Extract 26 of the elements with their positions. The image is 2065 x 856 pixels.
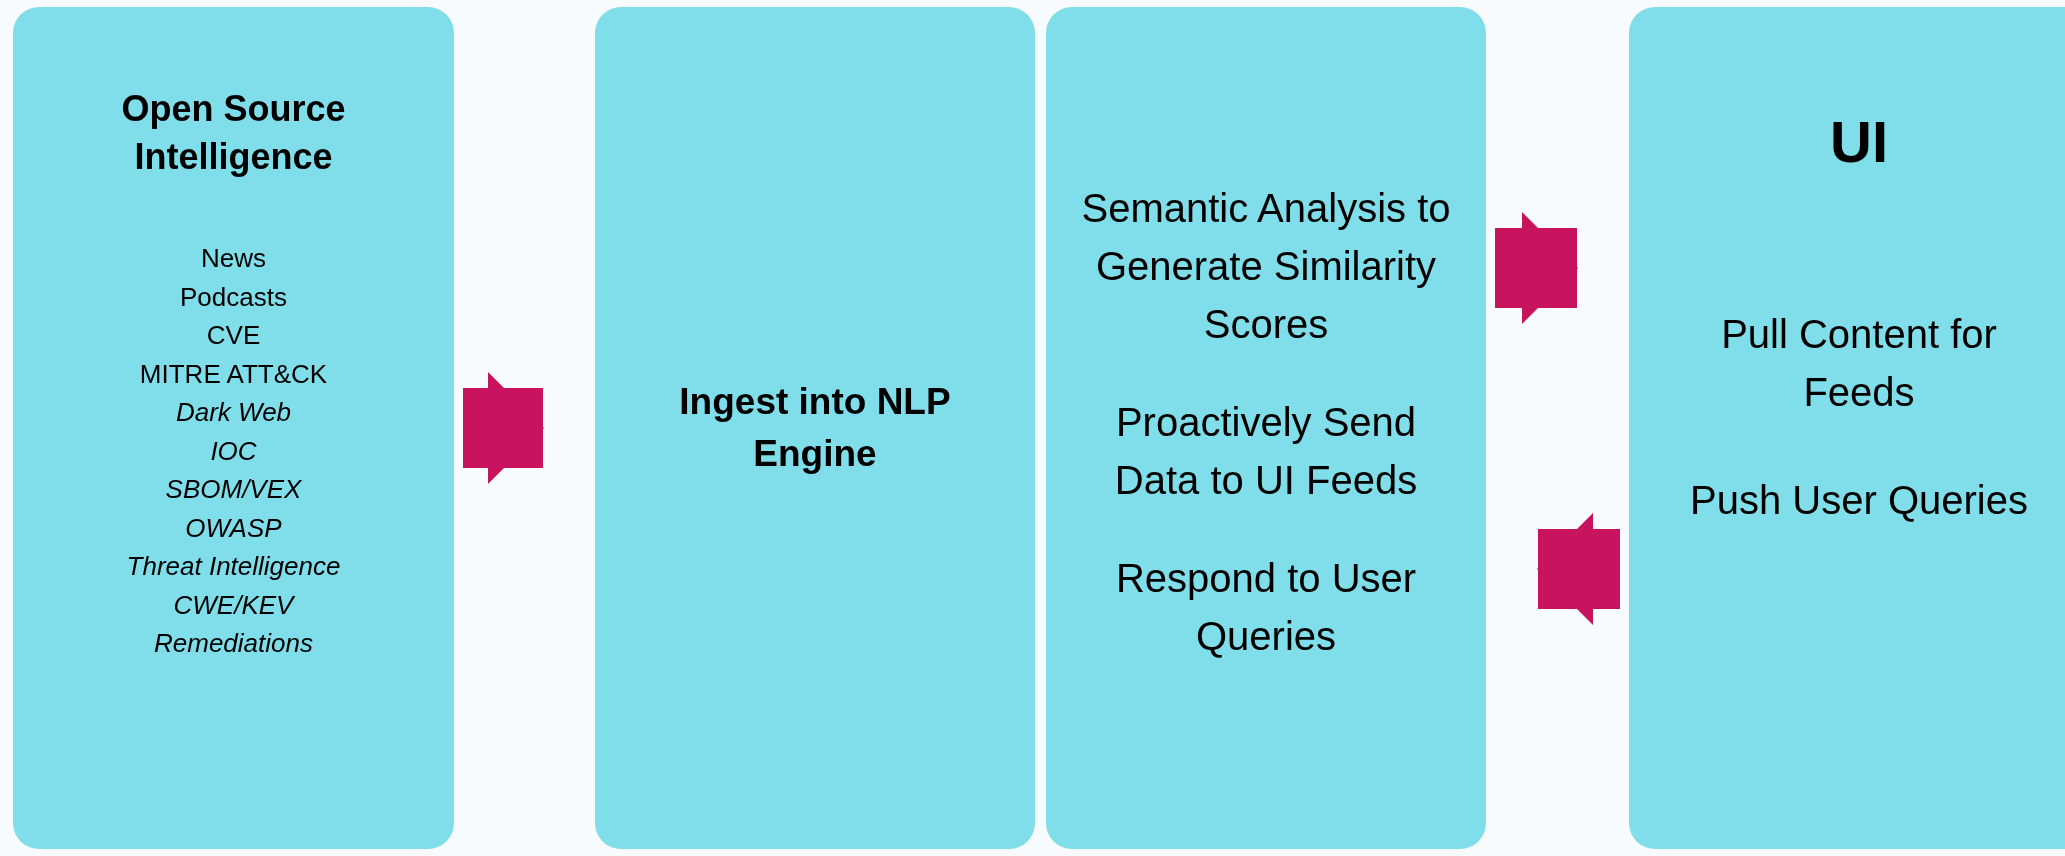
box-text: Respond to User Queries <box>1114 555 1418 660</box>
box-text: Dark Web <box>175 396 292 429</box>
block-arrow <box>1537 513 1620 625</box>
process-box <box>1629 7 2065 849</box>
box-text: News <box>201 242 266 275</box>
box-text: MITRE ATT&CK <box>139 357 328 391</box>
box-text: CWE/KEV <box>173 588 294 622</box>
block-arrow <box>1495 212 1578 324</box>
box-text: Semantic Analysis to Generate Similarity Scores <box>1080 185 1452 348</box>
box-text: OWASP <box>185 511 282 545</box>
box-text: Threat Intelligence <box>126 550 341 583</box>
box-text: Ingest into NLP Engine <box>678 380 952 476</box>
box-text: Proactively Send Data to UI Feeds <box>1113 399 1419 504</box>
box-heading: UI <box>1830 108 1888 176</box>
box-text: Push User Queries <box>1689 477 2029 524</box>
process-box <box>595 7 1035 849</box>
process-box <box>1046 7 1486 849</box>
block-arrow <box>463 372 544 484</box>
box-text: CVE <box>206 319 261 352</box>
process-box <box>13 7 454 849</box>
box-text: Remediations <box>154 627 313 660</box>
box-text: IOC <box>210 434 257 468</box>
box-text: Pull Content for Feeds <box>1720 311 1998 416</box>
box-text: SBOM/VEX <box>165 473 302 506</box>
box-heading: Open Source Intelligence <box>120 87 347 179</box>
box-text: Podcasts <box>180 280 287 314</box>
